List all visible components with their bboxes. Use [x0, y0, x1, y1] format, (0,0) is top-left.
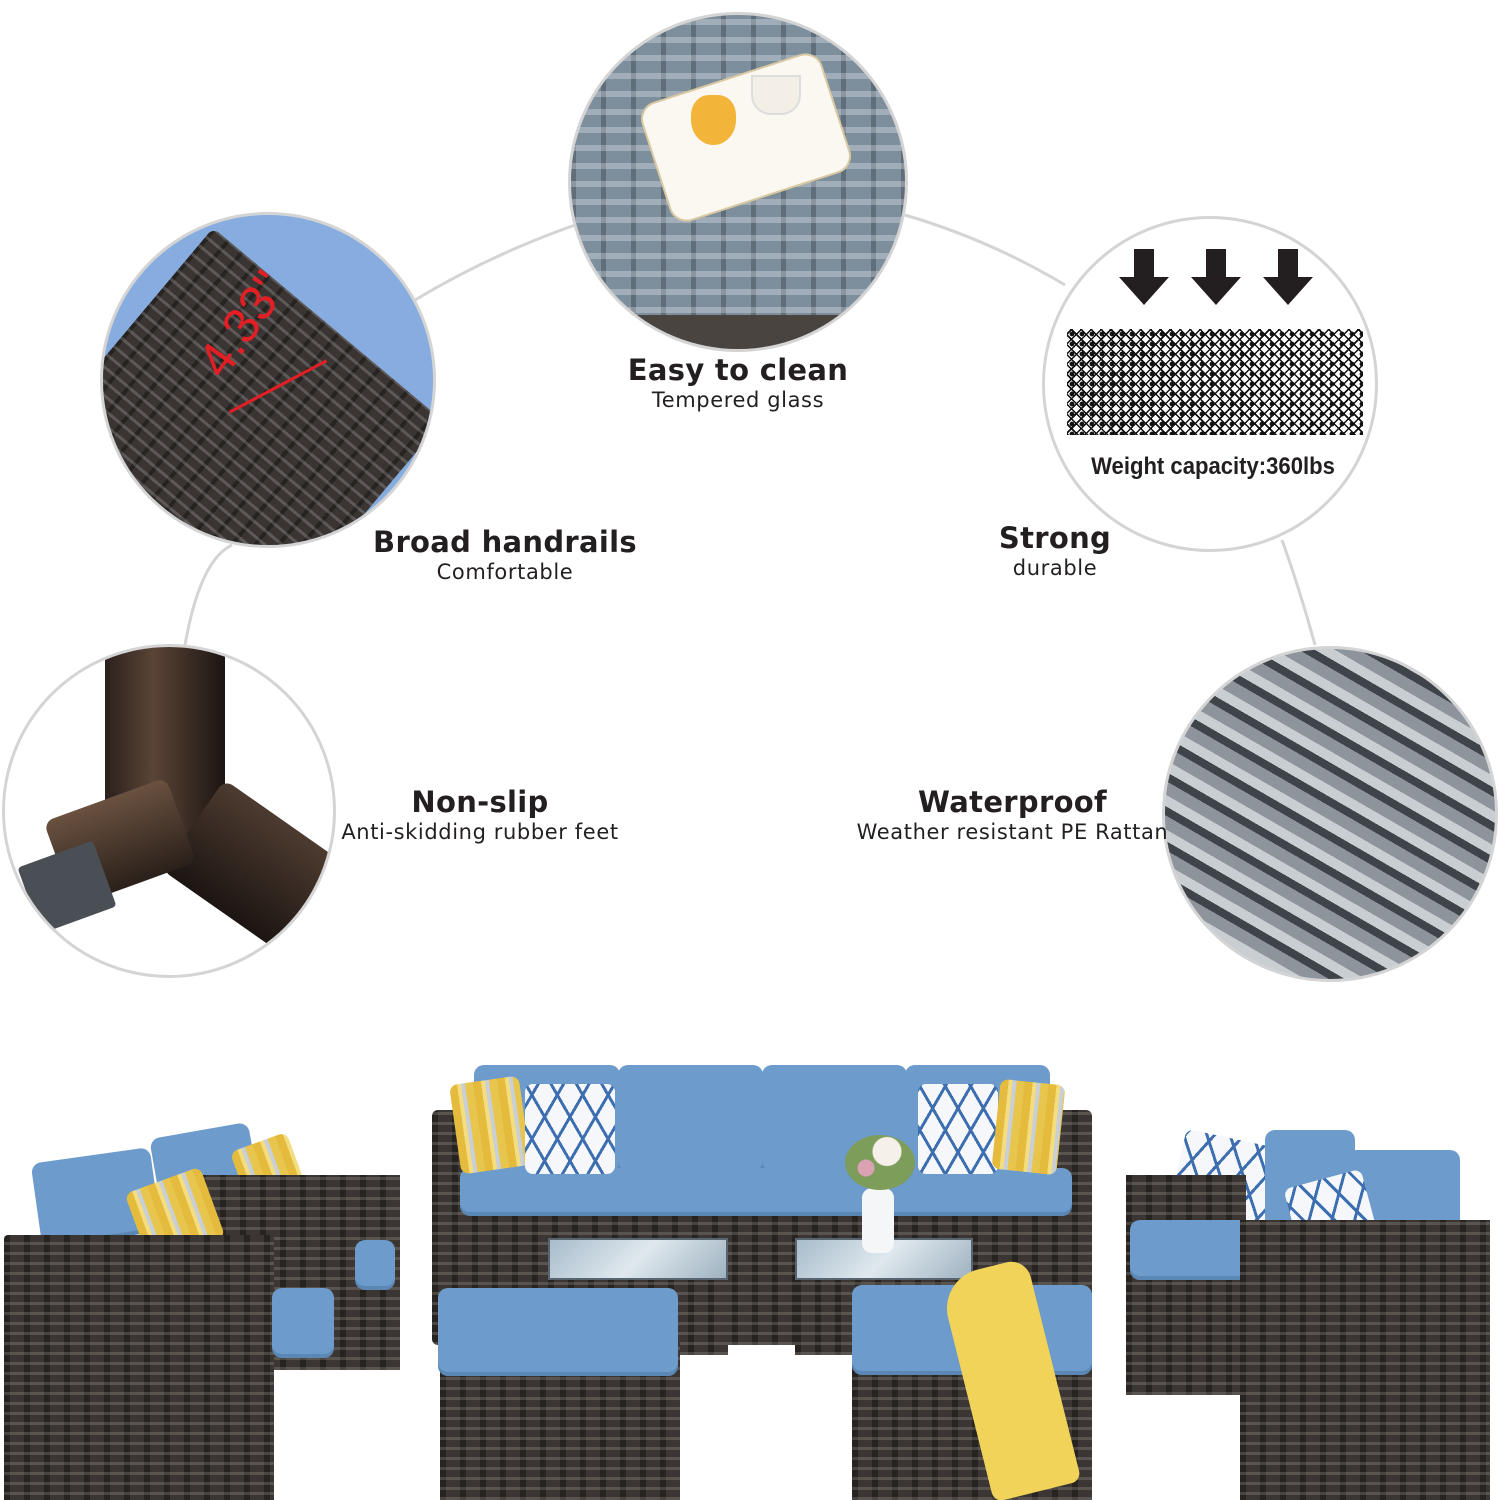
back-cushion	[618, 1065, 763, 1175]
coffee-cup	[751, 75, 801, 115]
arrow-down-icon	[1191, 249, 1241, 305]
ottoman-cushion	[438, 1288, 678, 1376]
armchair	[4, 1235, 274, 1500]
loveseat	[1126, 1175, 1246, 1395]
patio-furniture-set-photo	[0, 1060, 1500, 1500]
flowers	[845, 1135, 915, 1190]
feature-subtitle: Tempered glass	[651, 388, 825, 413]
armchair-seat	[355, 1240, 395, 1290]
glass-tabletop	[548, 1238, 728, 1280]
feature-easy-to-clean: Easy to clean Tempered glass	[568, 353, 908, 415]
diamond-pillow	[525, 1084, 615, 1174]
feature-strong: Strong durable	[955, 521, 1155, 583]
tempered-glass-photo	[568, 12, 908, 352]
feature-title: Strong	[998, 521, 1112, 555]
feature-subtitle: durable	[1012, 556, 1098, 581]
handrail-photo: 4.33"	[100, 212, 436, 548]
feature-title: Waterproof	[918, 785, 1107, 819]
feature-waterproof: Waterproof Weather resistant PE Rattan	[850, 785, 1175, 847]
striped-pillow	[991, 1078, 1066, 1176]
glass-edge	[571, 315, 905, 349]
serving-tray	[636, 48, 856, 227]
juice-glass	[691, 95, 736, 145]
flower-vase	[862, 1188, 894, 1253]
arrow-down-icon	[1119, 249, 1169, 305]
loveseat-seat	[1130, 1220, 1250, 1280]
arrow-group	[1119, 249, 1313, 305]
rubber-feet-photo	[2, 644, 336, 978]
mesh-pattern	[1067, 329, 1363, 435]
feature-subtitle: Weather resistant PE Rattan	[856, 820, 1169, 845]
striped-pillow	[449, 1075, 531, 1175]
feature-broad-handrails: Broad handrails Comfortable	[355, 525, 655, 587]
pe-rattan-photo	[1162, 646, 1498, 982]
feature-subtitle: Comfortable	[436, 560, 574, 585]
armchair-seat	[272, 1288, 334, 1358]
loveseat-arm	[1240, 1220, 1490, 1500]
arrow-down-icon	[1263, 249, 1313, 305]
feature-non-slip: Non-slip Anti-skidding rubber feet	[330, 785, 630, 847]
weight-capacity-text: Weight capacity:360lbs	[1091, 453, 1335, 480]
feature-subtitle: Anti-skidding rubber feet	[341, 820, 619, 845]
diamond-pillow	[918, 1084, 998, 1174]
feature-title: Non-slip	[411, 785, 549, 819]
seat-cushion	[460, 1168, 1072, 1216]
weight-capacity-graphic: Weight capacity:360lbs	[1042, 216, 1378, 552]
feature-title: Broad handrails	[373, 525, 637, 559]
feature-title: Easy to clean	[627, 353, 849, 387]
